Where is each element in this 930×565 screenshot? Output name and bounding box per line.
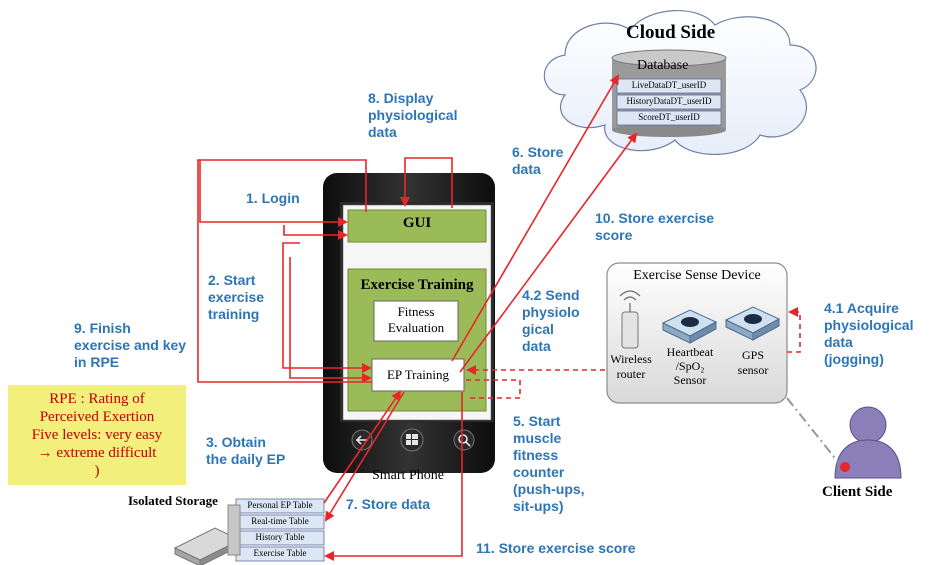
search-icon [458, 434, 471, 447]
ep-training-label: EP Training [386, 367, 449, 382]
step-8-display: 8. Display physiological data [368, 90, 458, 140]
gui-box [347, 209, 487, 243]
client-person-icon [834, 406, 902, 479]
arrow-store-data-local [324, 391, 405, 522]
storage-table-0: Personal EP Table [247, 500, 313, 510]
fitness-evaluation-box [373, 300, 459, 342]
step-3-obtain-ep: 3. Obtain the daily EP [206, 434, 286, 467]
arrow-start-training-b [289, 257, 372, 383]
arrow-finish-exercise [197, 159, 372, 383]
arrow-login [199, 159, 367, 227]
step-4-2-send: 4.2 Send physiolo gical data [522, 287, 580, 354]
db-table-0: LiveDataDT_userID [631, 80, 707, 90]
client-link-line [786, 397, 839, 463]
database-label: Database [637, 58, 689, 73]
step-7-store-data: 7. Store data [346, 496, 431, 512]
arrow-acquire-physio [787, 307, 801, 353]
db-table-2: ScoreDT_userID [638, 112, 700, 122]
gps-sensor-label: GPS sensor [737, 348, 769, 377]
exercise-training-label: Exercise Training [360, 277, 474, 293]
step-10-store-score: 10. Store exercise score [595, 210, 715, 243]
isolated-storage-stack [235, 498, 325, 562]
arrow-muscle-counter [466, 379, 521, 399]
heartbeat-sensor-label: Heartbeat /SpO₂ Sensor [666, 345, 714, 387]
isolated-storage-title: Isolated Storage [128, 493, 218, 508]
arrow-start-training [282, 242, 372, 373]
cloud-title: Cloud Side [626, 22, 716, 43]
step-11-store-score: 11. Store exercise score [476, 540, 636, 556]
step-9-finish: 9. Finish exercise and key in RPE [74, 320, 187, 370]
arrow-store-data-cloud [451, 74, 620, 362]
rpe-note-text: RPE : Rating of Perceived Exertion Five … [31, 391, 163, 479]
arrow-display [400, 157, 453, 208]
step-6-store-data: 6. Store data [512, 144, 564, 177]
storage-table-3: Exercise Table [253, 548, 307, 558]
arrow-store-score-cloud [459, 132, 638, 373]
wireless-router-label: Wireless router [610, 352, 652, 381]
rpe-note-box [8, 385, 186, 485]
wireless-router-icon [619, 290, 641, 349]
arrow-store-score-local [324, 392, 463, 561]
client-side-label: Client Side [822, 484, 893, 500]
step-4-1-acquire: 4.1 Acquire physiological data (jogging) [824, 300, 914, 367]
hard-drive-icon [173, 504, 242, 565]
gui-label: GUI [402, 215, 432, 231]
database-cylinder [611, 49, 727, 137]
heartbeat-sensor-icon [661, 309, 718, 344]
db-table-1: HistoryDataDT_userID [626, 96, 712, 106]
sense-device-title: Exercise Sense Device [633, 268, 761, 283]
gps-sensor-icon [724, 306, 781, 341]
arrow-obtain-ep [323, 390, 402, 504]
arrow-login-2 [283, 225, 348, 240]
fitness-evaluation-label: Fitness Evaluation [387, 304, 445, 335]
step-1-login: 1. Login [246, 190, 300, 206]
storage-table-1: Real-time Table [251, 516, 309, 526]
storage-table-2: History Table [255, 532, 305, 542]
windows-icon [406, 434, 418, 445]
step-2-start-training: 2. Start exercise training [208, 272, 265, 322]
phone-caption: Smart Phone [372, 468, 444, 483]
step-5-muscle-counter: 5. Start muscle fitness counter (push-up… [513, 413, 585, 514]
ep-training-box [371, 358, 465, 392]
